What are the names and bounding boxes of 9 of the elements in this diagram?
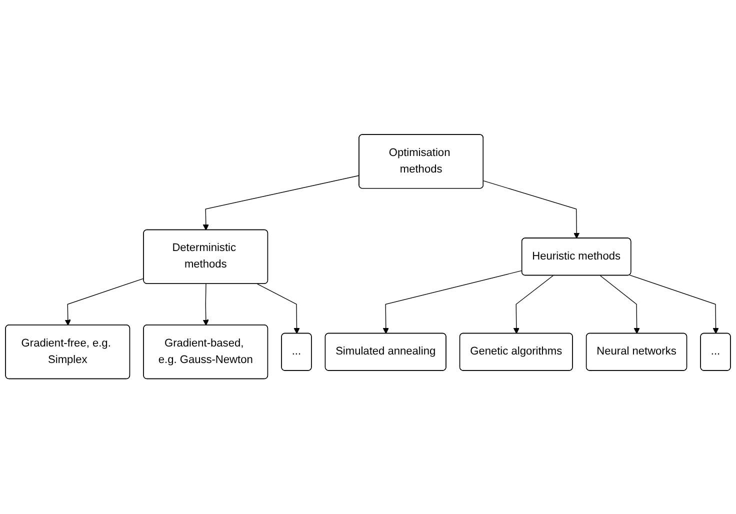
arrow	[202, 284, 209, 326]
arrow	[382, 270, 522, 334]
arrow	[513, 276, 554, 334]
arrow	[629, 275, 719, 334]
arrow	[483, 180, 580, 239]
arrow	[256, 284, 300, 334]
arrow	[64, 278, 144, 326]
arrow	[202, 176, 360, 231]
arrow	[600, 276, 640, 334]
